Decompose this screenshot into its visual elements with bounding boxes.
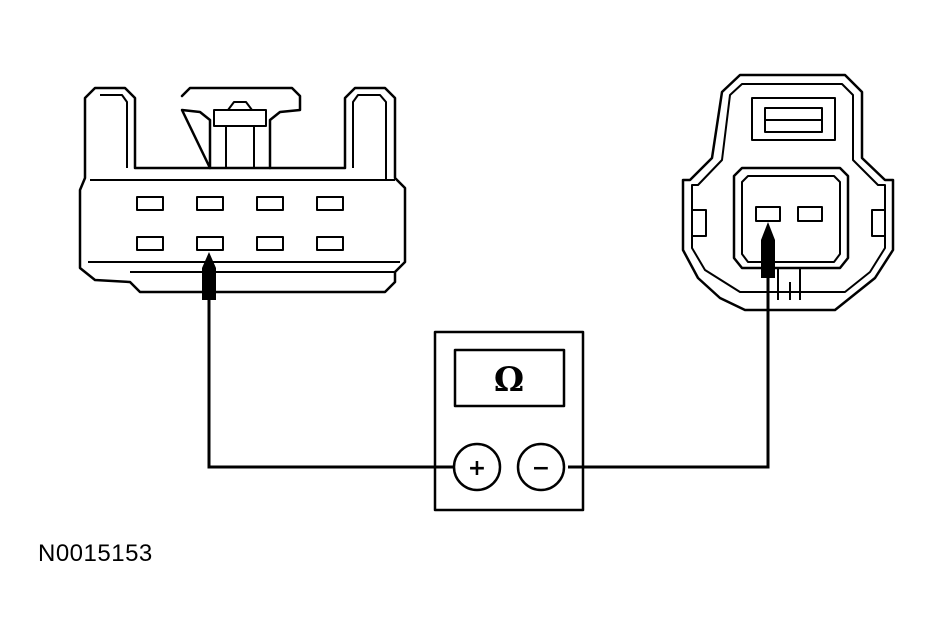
figure-id-label: N0015153 [38, 540, 153, 567]
right-connector-cavity-inner [741, 175, 841, 263]
negative-terminal-label: − [532, 456, 550, 481]
negative-lead-wire [568, 278, 770, 469]
left-pin-7 [256, 236, 284, 251]
right-connector [681, 73, 895, 312]
left-pin-5 [136, 236, 164, 251]
left-pin-8 [316, 236, 344, 251]
left-pin-1 [136, 196, 164, 211]
right-connector-shell [681, 73, 895, 312]
positive-lead-wire [207, 300, 454, 469]
left-connector-ear-right [352, 94, 387, 180]
ohmmeter-display [453, 348, 566, 408]
right-connector-tab-right [871, 209, 885, 237]
ohm-symbol: Ω [494, 360, 524, 400]
right-connector-key [777, 268, 801, 300]
left-pin-3 [256, 196, 284, 211]
right-probe [761, 222, 775, 278]
right-pin-2 [797, 206, 823, 222]
left-connector-latch-inner [213, 109, 267, 168]
left-pin-6 [196, 236, 224, 251]
right-connector-cavity [732, 166, 850, 270]
left-connector [78, 86, 407, 300]
right-connector-inner-shell [691, 83, 886, 293]
ohmmeter-body [433, 330, 585, 512]
right-connector-latch [751, 97, 836, 141]
right-pin-1 [755, 206, 781, 222]
negative-terminal [516, 442, 566, 492]
left-probe [202, 252, 216, 300]
left-connector-shell [78, 86, 407, 294]
right-connector-tab-left [692, 209, 707, 237]
left-pin-4 [316, 196, 344, 211]
left-connector-latch [180, 86, 302, 170]
positive-terminal [452, 442, 502, 492]
left-pin-2 [196, 196, 224, 211]
left-connector-ear-left [100, 94, 128, 168]
left-connector-latch-tab [227, 101, 253, 111]
positive-terminal-label: + [468, 456, 486, 481]
ohmmeter: Ω + − [433, 330, 585, 512]
